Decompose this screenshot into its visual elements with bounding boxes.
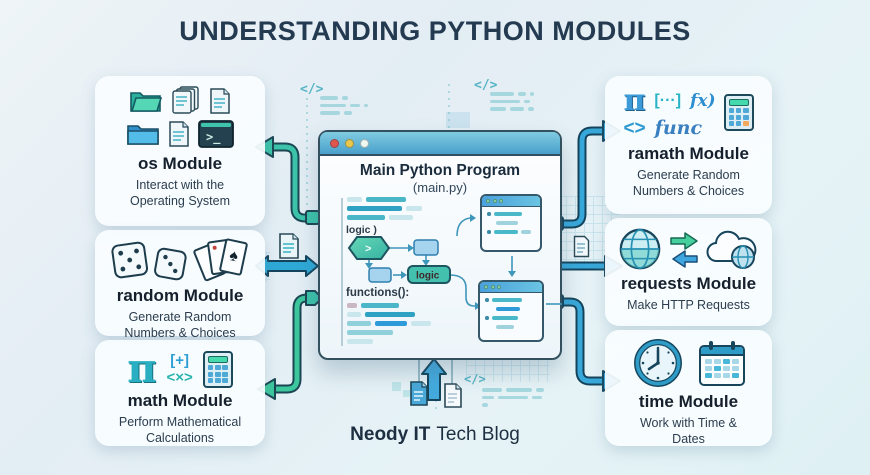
grid-decoration	[466, 356, 550, 382]
random-module-title: random Module	[116, 286, 244, 305]
pi-symbol: π	[623, 83, 646, 118]
footer-brand-name: Neody IT	[350, 424, 431, 445]
time-module-description: Work with Time & Dates	[639, 416, 737, 446]
time-module-title: time Module	[638, 392, 739, 411]
window-titlebar	[320, 132, 560, 156]
document-icon	[444, 383, 462, 408]
random-module-description: Generate Random Numbers & Choices	[124, 310, 236, 340]
os-module-description: Interact with the Operating System	[129, 178, 231, 208]
math-symbols-stack: [+] <×>	[167, 353, 193, 385]
globe-icon	[619, 228, 660, 270]
code-glyph-decoration: </>	[474, 78, 498, 93]
document-icon	[573, 235, 590, 258]
module-card-random: ♠ random Module Generate Random Numbers …	[95, 230, 265, 340]
code-glyph-decoration: </>	[464, 372, 486, 386]
times-angle-symbol: <×>	[166, 369, 193, 386]
arrow-to-math-module	[257, 290, 323, 400]
code-dashes-decoration	[490, 92, 534, 111]
mini-window-titlebar	[480, 282, 542, 293]
plus-bracket-symbol: [+]	[170, 352, 190, 369]
code-dashes-decoration	[320, 96, 368, 115]
flow-box	[413, 239, 439, 256]
pixel-decoration	[392, 382, 401, 391]
module-card-time: time Module Work with Time & Dates	[605, 330, 772, 446]
terminal-icon: >_	[198, 120, 234, 148]
document-icon-blue	[410, 381, 428, 406]
requests-module-icons	[617, 226, 761, 272]
code-lines-top	[347, 197, 422, 220]
close-dot-icon	[330, 138, 339, 148]
os-module-title: os Module	[137, 154, 223, 173]
flow-arrows	[368, 217, 562, 307]
flowchart-graphics: > logic	[347, 214, 562, 310]
angle-brackets-symbol: <>	[623, 118, 646, 139]
bracket-dots-symbol: [···]	[654, 92, 682, 109]
window-title: Main Python Program	[359, 162, 521, 179]
code-dashes-decoration	[482, 388, 544, 407]
playing-cards-icon: ♠	[192, 237, 252, 285]
ramath-module-title: ramath Module	[628, 144, 749, 163]
ramath-module-icons: π [···] fx) <> func	[623, 83, 754, 139]
requests-module-description: Make HTTP Requests	[627, 298, 750, 312]
code-indent-line	[341, 198, 343, 346]
os-module-icons-row2: >_	[126, 120, 234, 148]
code-glyph-decoration: </>	[300, 82, 324, 97]
mini-window-2	[478, 280, 544, 342]
requests-module-title: requests Module	[620, 274, 757, 293]
module-card-os: >_ os Module Interact with the Operating…	[95, 76, 265, 226]
random-module-icons: ♠	[108, 236, 252, 286]
logic-code-label: logic )	[346, 224, 377, 236]
calculator-icon	[723, 93, 754, 131]
open-folder-icon	[130, 91, 163, 112]
func-symbol: func	[654, 117, 703, 139]
logic-box	[407, 265, 451, 284]
spade-symbol: ♠	[227, 247, 240, 266]
folder-icon	[127, 125, 159, 145]
time-module-icons	[633, 338, 745, 388]
calculator-icon	[202, 350, 233, 388]
os-module-icons-row1	[129, 86, 231, 115]
math-module-description: Perform Mathematical Calculations	[118, 415, 242, 445]
clock-icon	[633, 339, 682, 387]
pi-symbol: π	[127, 345, 157, 392]
ramath-module-description: Generate Random Numbers & Choices	[632, 168, 745, 198]
calendar-icon	[698, 341, 745, 386]
minimize-dot-icon	[345, 138, 354, 148]
cloud-globe-icon	[706, 230, 756, 269]
dice-icon	[111, 241, 187, 281]
terminal-prompt: >_	[206, 130, 221, 145]
hexagon-symbol: >	[365, 243, 371, 255]
mini-window-1	[480, 194, 542, 252]
footer-brand-suffix: Tech Blog	[436, 424, 520, 445]
window-subtitle: (main.py)	[412, 180, 468, 195]
flow-hexagon	[347, 236, 391, 260]
ramath-symbols-stack: π [···] fx) <> func	[623, 83, 716, 139]
documents-stack-icon	[172, 86, 199, 114]
document-icon	[279, 233, 299, 259]
page-title: UNDERSTANDING PYTHON MODULES	[179, 16, 691, 46]
module-card-requests: requests Module Make HTTP Requests	[605, 218, 772, 326]
pixel-decoration	[446, 112, 470, 128]
functions-code-label: functions():	[346, 287, 410, 299]
module-card-ramath: π [···] fx) <> func ramath Module Genera…	[605, 76, 772, 214]
transfer-arrows-icon	[669, 232, 698, 268]
arrow-to-os-module	[255, 136, 320, 225]
document-icon	[169, 121, 189, 147]
fx-symbol: fx)	[690, 90, 716, 111]
flow-box	[368, 267, 392, 283]
code-lines-bottom	[347, 303, 431, 344]
math-module-icons: π [+] <×>	[127, 349, 233, 389]
document-icon	[210, 87, 230, 114]
math-module-title: math Module	[127, 391, 233, 410]
logic-box-label: logic	[416, 271, 440, 282]
pixel-decoration	[403, 390, 410, 397]
module-card-math: π [+] <×> math Module Perform Mathematic…	[95, 340, 265, 446]
mini-window-titlebar	[482, 196, 540, 207]
maximize-dot-icon	[360, 138, 369, 148]
main-program-window: Main Python Program (main.py) logic )	[318, 130, 562, 360]
